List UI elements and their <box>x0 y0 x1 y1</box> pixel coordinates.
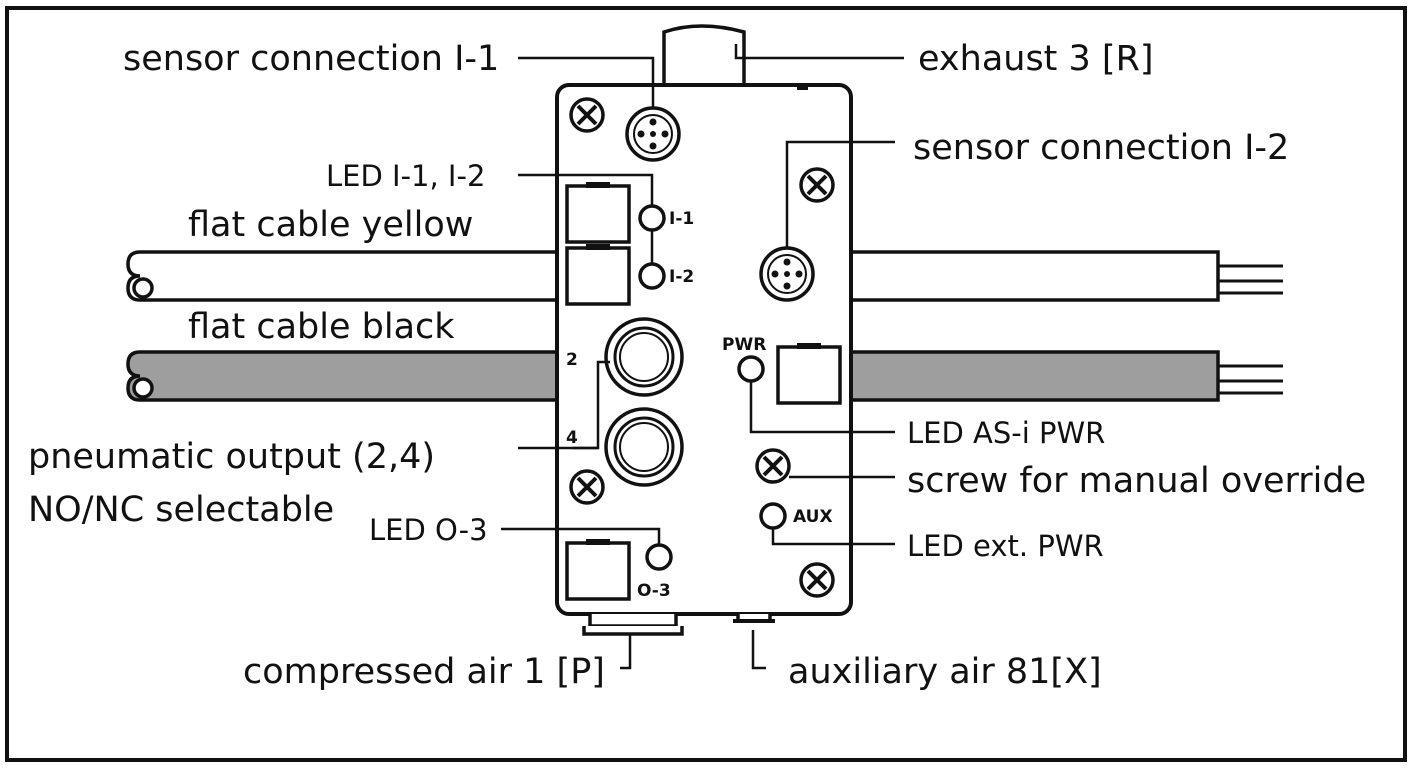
tag-port2: 2 <box>566 350 578 370</box>
label-led-o3: LED O-3 <box>369 513 488 547</box>
screw-bottom-right-icon <box>799 562 835 598</box>
tag-i1: I-1 <box>669 209 694 229</box>
cable-clamp-bottom <box>565 539 631 601</box>
compressed-air-fitting <box>582 614 684 636</box>
cable-clamp-right <box>776 343 842 405</box>
led-pwr-icon <box>737 355 765 383</box>
sensor-connector-i1-icon <box>625 106 681 162</box>
tag-o3: O-3 <box>637 581 671 601</box>
label-led-ext: LED ext. PWR <box>907 529 1104 563</box>
pneumatic-port-4-icon <box>604 407 684 487</box>
label-led-asi: LED AS-i PWR <box>907 416 1105 450</box>
label-flat-black: flat cable black <box>188 307 455 347</box>
led-i2-icon <box>638 262 666 290</box>
label-sensor-i2: sensor connection I-2 <box>913 128 1289 168</box>
pneumatic-port-2-icon <box>604 317 684 397</box>
label-pneumatic-output: pneumatic output (2,4) <box>28 437 435 477</box>
label-screw-override: screw for manual override <box>907 461 1366 501</box>
cable-clamp-lower <box>565 244 631 306</box>
screw-top-left-icon <box>569 97 605 133</box>
outer-frame <box>5 6 1407 762</box>
label-no-nc: NO/NC selectable <box>28 490 334 530</box>
led-i1-icon <box>638 204 666 232</box>
flat-cable-black <box>126 350 1283 402</box>
screw-manual-override-icon <box>755 448 791 484</box>
label-led-i1-i2: LED I-1, I-2 <box>326 159 485 193</box>
sensor-connector-i2-icon <box>759 246 815 302</box>
leader-lines <box>501 44 904 670</box>
led-aux-icon <box>759 502 787 530</box>
screw-left-lower-icon <box>569 469 605 505</box>
tag-pwr: PWR <box>722 335 766 355</box>
label-flat-yellow: flat cable yellow <box>188 205 473 245</box>
exhaust-tube <box>662 24 746 88</box>
led-o3-icon <box>645 543 673 571</box>
label-exhaust: exhaust 3 [R] <box>918 39 1154 79</box>
label-aux-air: auxiliary air 81[X] <box>788 652 1102 692</box>
label-sensor-i1: sensor connection I-1 <box>123 39 499 79</box>
label-compressed-air: compressed air 1 [P] <box>243 652 605 692</box>
cable-clamp-upper <box>565 182 631 244</box>
flat-cable-yellow <box>126 250 1283 302</box>
tag-port4: 4 <box>566 428 578 448</box>
screw-right-upper-icon <box>799 167 835 203</box>
auxiliary-air-fitting <box>733 614 775 623</box>
tag-i2: I-2 <box>669 267 694 287</box>
tag-aux: AUX <box>793 507 833 527</box>
